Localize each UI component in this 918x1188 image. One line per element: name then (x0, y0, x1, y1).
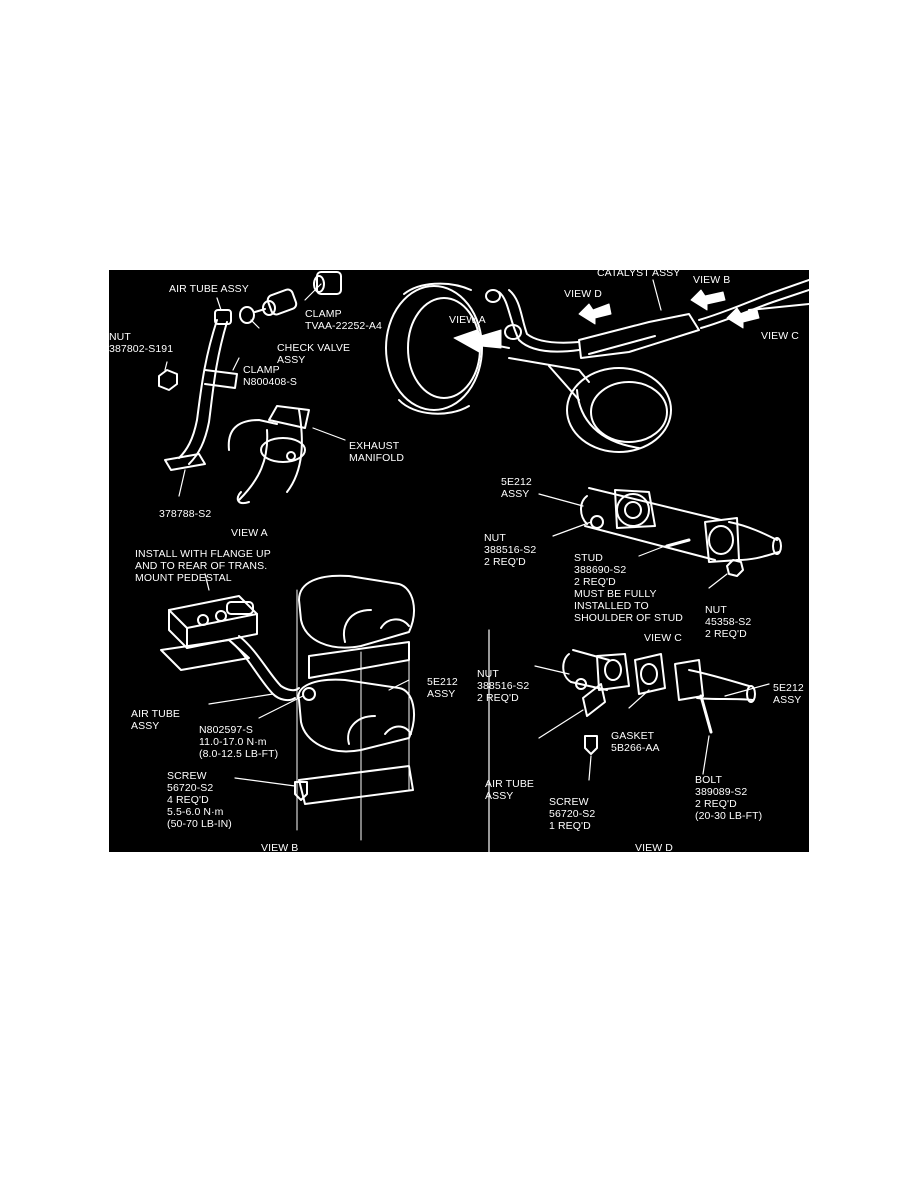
catalyst-assy-label: CATALYST ASSY (597, 270, 681, 279)
view-d-drawing (488, 629, 770, 852)
vehicle-overview-drawing (385, 279, 809, 453)
view-c-arrow-label: VIEW C (761, 330, 799, 342)
assy-5e212-label-c: 5E212 ASSY (501, 476, 532, 500)
nut-388516-label-d: NUT 388516-S2 2 REQ'D (477, 668, 530, 704)
view-b-caption: VIEW B (261, 842, 299, 852)
air-tube-assy-label-d: AIR TUBE ASSY (485, 778, 535, 802)
stud-388690-label: STUD 388690-S2 2 REQ'D MUST BE FULLY INS… (574, 552, 683, 624)
view-b-drawing (160, 573, 415, 841)
view-b-arrow-label: VIEW B (693, 274, 731, 286)
diagram-drawing (158, 271, 809, 852)
view-c-caption: VIEW C (644, 632, 682, 644)
nut-388516-label-c: NUT 388516-S2 2 REQ'D (484, 532, 537, 568)
check-valve-label: CHECK VALVE ASSY (277, 342, 351, 366)
view-c-drawing (538, 487, 782, 589)
air-tube-assy-label-a: AIR TUBE ASSY (169, 283, 249, 295)
clamp-tvaa-label: CLAMP TVAA-22252-A4 (305, 308, 382, 332)
view-d-caption: VIEW D (635, 842, 673, 852)
nut-45358-label: NUT 45358-S2 2 REQ'D (705, 604, 752, 640)
gasket-5b266-label: GASKET 5B266-AA (611, 730, 660, 754)
view-arrows (453, 289, 760, 353)
screw-56720-label-d: SCREW 56720-S2 1 REQ'D (549, 796, 596, 832)
air-tube-assy-label-b: AIR TUBE ASSY (131, 708, 181, 732)
clamp-n800408-label: CLAMP N800408-S (243, 364, 298, 388)
view-a-drawing (158, 271, 346, 504)
screw-56720-label-b: SCREW 56720-S2 4 REQ'D 5.5-6.0 N·m (50-7… (167, 770, 232, 830)
view-a-caption: VIEW A (231, 527, 268, 539)
bolt-389089-label: BOLT 389089-S2 2 REQ'D (20-30 LB-FT) (695, 774, 763, 822)
install-note-label: INSTALL WITH FLANGE UP AND TO REAR OF TR… (135, 548, 271, 584)
view-a-arrow-label: VIEW A (449, 314, 486, 326)
part-378788-label: 378788-S2 (159, 508, 212, 520)
exhaust-diagram: AIR TUBE ASSY CLAMP TVAA-22252-A4 NUT 38… (109, 270, 809, 852)
nut-387802-label: NUT 387802-S191 (109, 331, 174, 355)
assy-5e212-label-b: 5E212 ASSY (427, 676, 458, 700)
exhaust-manifold-label: EXHAUST MANIFOLD (349, 440, 405, 464)
n802597-label: N802597-S 11.0-17.0 N·m (8.0-12.5 LB-FT) (199, 724, 279, 760)
assy-5e212-label-d: 5E212 ASSY (773, 682, 804, 706)
view-d-arrow-label: VIEW D (564, 288, 602, 300)
